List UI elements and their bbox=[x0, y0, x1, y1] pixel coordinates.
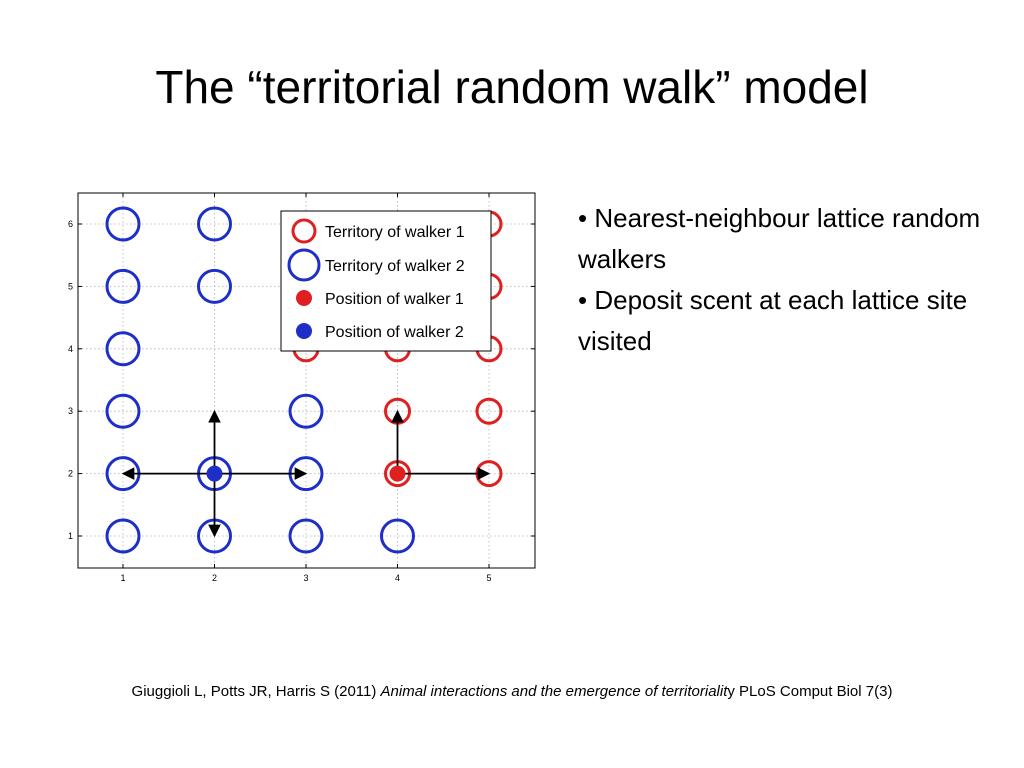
x-tick-label: 1 bbox=[120, 573, 125, 583]
territory-walker2-circle bbox=[105, 393, 141, 429]
citation-authors: Giuggioli L, Potts JR, Harris S (2011) bbox=[131, 683, 381, 700]
legend-marker-filled bbox=[296, 323, 312, 339]
territory-walker2-circle bbox=[105, 206, 141, 242]
legend-label: Position of walker 2 bbox=[325, 324, 464, 341]
legend-marker-open bbox=[291, 218, 317, 244]
walker-positions bbox=[206, 465, 406, 482]
territory-walker2-circle bbox=[197, 206, 232, 242]
legend-label: Territory of walker 2 bbox=[325, 258, 465, 275]
x-tick-label: 2 bbox=[212, 573, 217, 583]
territory-walker2-circle bbox=[105, 518, 141, 554]
citation-paper-title-end: y bbox=[727, 683, 735, 700]
territory-walker2-circle bbox=[105, 331, 141, 367]
bullet-item: • Deposit scent at each lattice site vis… bbox=[578, 285, 968, 356]
citation-paper-title: Animal interactions and the emergence of… bbox=[380, 683, 728, 700]
legend-label: Position of walker 1 bbox=[325, 291, 464, 308]
x-tick-label: 3 bbox=[303, 573, 308, 583]
x-tick-label: 5 bbox=[486, 573, 491, 583]
legend-marker-filled bbox=[296, 290, 312, 306]
move-arrows bbox=[121, 409, 491, 538]
y-tick-label: 1 bbox=[68, 531, 73, 541]
territory-walker2-circle bbox=[197, 268, 232, 304]
axes-frame bbox=[77, 192, 536, 569]
bullet-item: • Nearest-neighbour lattice random walke… bbox=[578, 203, 981, 274]
y-tick-label: 4 bbox=[68, 344, 73, 354]
territory-walker2-circle bbox=[105, 268, 141, 304]
citation: Giuggioli L, Potts JR, Harris S (2011) A… bbox=[0, 683, 1024, 700]
territory-walker2-circle bbox=[288, 518, 324, 554]
y-tick-label: 3 bbox=[68, 406, 73, 416]
y-tick-label: 2 bbox=[68, 469, 73, 479]
legend-label: Territory of walker 1 bbox=[325, 224, 465, 241]
territory-walker2-circle bbox=[288, 393, 324, 429]
y-tick-label: 6 bbox=[68, 219, 73, 229]
position-walker1-dot bbox=[389, 465, 406, 482]
axis-ticks: 1 2 3 4 5 1 2 3 4 5 6 bbox=[68, 193, 535, 583]
bullet-list: • Nearest-neighbour lattice random walke… bbox=[578, 198, 998, 362]
legend-marker-open bbox=[287, 248, 321, 282]
slide-title: The “territorial random walk” model bbox=[155, 61, 869, 113]
y-tick-label: 5 bbox=[68, 281, 73, 291]
territory-walker2-circle bbox=[380, 518, 415, 554]
territory-walker1-circle bbox=[475, 397, 503, 425]
position-walker2-dot bbox=[206, 465, 223, 482]
citation-journal: PLoS Comput Biol 7(3) bbox=[734, 683, 893, 700]
x-tick-label: 4 bbox=[395, 573, 400, 583]
legend: Territory of walker 1 Territory of walker… bbox=[280, 210, 492, 352]
